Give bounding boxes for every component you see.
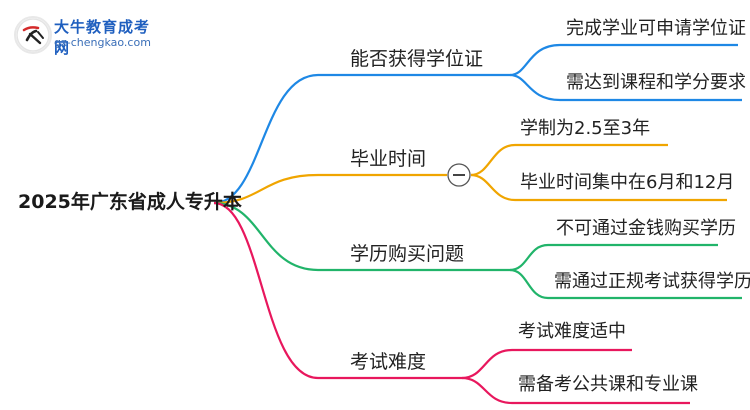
leaf-node[interactable]: 学制为2.5至3年 <box>520 118 651 139</box>
connector-root-branch-3 <box>213 201 510 272</box>
leaf-node[interactable]: 完成学业可申请学位证 <box>566 18 746 39</box>
leaf-node[interactable]: 毕业时间集中在6月和12月 <box>520 172 735 193</box>
connector-root-branch-1 <box>213 73 510 205</box>
logo-url: gz-chengkao.com <box>54 36 151 49</box>
branch-node-degree[interactable]: 能否获得学位证 <box>350 48 484 70</box>
leaf-node[interactable]: 需通过正规考试获得学历 <box>554 271 750 292</box>
branch-node-purchase-question[interactable]: 学历购买问题 <box>350 243 465 265</box>
logo-badge-icon <box>14 16 52 54</box>
connector-branch-4-leaf-1 <box>461 348 632 380</box>
connector-branch-2-leaf-1 <box>470 143 668 177</box>
leaf-node[interactable]: 不可通过金钱购买学历 <box>556 218 736 239</box>
root-node[interactable]: 2025年广东省成人专升本 <box>18 191 242 213</box>
branch-node-exam-difficulty[interactable]: 考试难度 <box>350 351 427 373</box>
leaf-node[interactable]: 需达到课程和学分要求 <box>566 72 746 93</box>
leaf-node[interactable]: 考试难度适中 <box>518 321 626 342</box>
connector-branch-4-leaf-2 <box>461 376 690 405</box>
connector-branch-3-leaf-2 <box>509 268 742 300</box>
site-logo[interactable]: 大牛教育成考网 gz-chengkao.com <box>14 14 164 57</box>
logo-name: 大牛教育成考网 <box>54 18 151 57</box>
leaf-node[interactable]: 需备考公共课和专业课 <box>518 374 698 395</box>
branch-node-graduation-time[interactable]: 毕业时间 <box>350 148 427 170</box>
connector-branch-2-leaf-2 <box>470 173 727 202</box>
connector-branch-1-leaf-1 <box>509 43 738 77</box>
connector-root-branch-2 <box>213 173 447 205</box>
connector-branch-3-leaf-1 <box>509 243 718 272</box>
connector-root-branch-4 <box>213 201 462 380</box>
connector-branch-1-leaf-2 <box>509 73 742 102</box>
collapse-toggle[interactable] <box>447 163 471 187</box>
